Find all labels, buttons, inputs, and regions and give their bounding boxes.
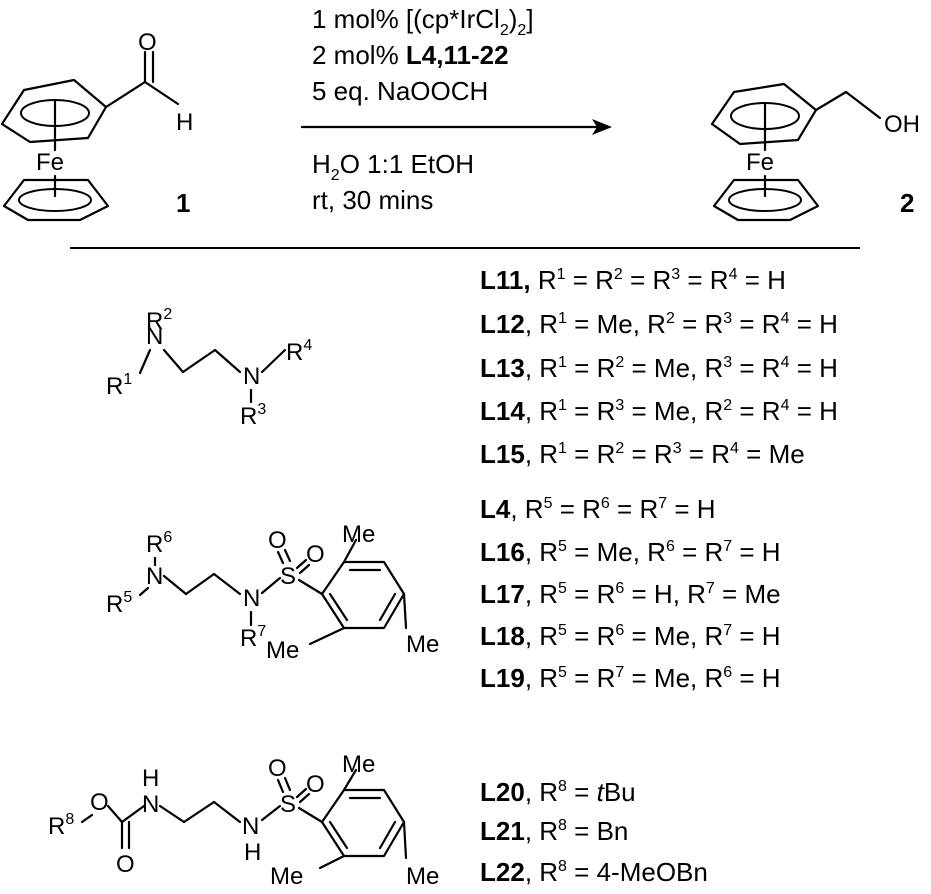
condition-formate: 5 eq. NaOOCH xyxy=(312,76,488,106)
methyl-label-top: Me xyxy=(342,521,375,548)
ligand-entry-l12: L12, R1 = Me, R2 = R3 = R4 = H xyxy=(480,309,838,339)
ligand-entry-l19: L19, R5 = R7 = Me, R6 = H xyxy=(480,663,781,693)
condition-ligand: 2 mol% L4,11-22 xyxy=(312,40,509,70)
svg-text:R8: R8 xyxy=(48,811,74,840)
methyl-label-ortho: Me xyxy=(266,637,299,664)
svg-text:R1: R1 xyxy=(106,371,132,400)
reaction-arrow xyxy=(300,119,612,135)
svg-text:O: O xyxy=(116,851,135,878)
svg-text:R6: R6 xyxy=(146,529,172,558)
ligand-entry-l11: L11, R1 = R2 = R3 = R4 = H xyxy=(480,265,786,295)
svg-text:R4: R4 xyxy=(286,337,312,366)
ligand-entry-l17: L17, R5 = R6 = H, R7 = Me xyxy=(480,579,781,609)
ligand-entry-l18: L18, R5 = R6 = Me, R7 = H xyxy=(480,621,781,651)
svg-text:O: O xyxy=(268,527,287,554)
ligand-entry-l13: L13, R1 = R2 = Me, R3 = R4 = H xyxy=(480,353,838,383)
product-ferrocene-methanol: OH Fe 2 xyxy=(710,82,920,222)
carbamate-structure: R8 O O N H N H S O O Me Me Me xyxy=(48,751,439,890)
ligand-entry-l4: L4, R5 = R6 = R7 = H xyxy=(480,494,716,524)
product-compound-number: 2 xyxy=(900,188,914,218)
diamine-structure: N R2 R1 N R4 R3 xyxy=(106,306,312,430)
ligand-entry-l22: L22, R8 = 4-MeOBn xyxy=(480,857,708,887)
methyl-label-para: Me xyxy=(406,631,439,658)
svg-text:R7: R7 xyxy=(240,623,266,652)
svg-text:S: S xyxy=(280,563,296,590)
svg-text:N: N xyxy=(146,563,163,590)
ligand-entry-l20: L20, R8 = tBu xyxy=(480,777,636,807)
svg-text:R3: R3 xyxy=(240,401,266,430)
svg-text:Me: Me xyxy=(406,863,439,890)
condition-solvent: H2O 1:1 EtOH xyxy=(312,149,474,184)
svg-text:O: O xyxy=(306,541,325,568)
svg-text:H: H xyxy=(244,839,261,866)
ligand-entry-l21: L21, R8 = Bn xyxy=(480,816,628,846)
svg-text:N: N xyxy=(243,363,260,390)
svg-text:R2: R2 xyxy=(146,306,172,335)
condition-catalyst: 1 mol% [(cp*IrCl2)2] xyxy=(312,4,534,39)
carbamate-ligand-list: L20, R8 = tBu L21, R8 = Bn L22, R8 = 4-M… xyxy=(480,777,708,887)
ligand-entry-l15: L15, R1 = R2 = R3 = R4 = Me xyxy=(480,439,805,469)
reactant-compound-number: 1 xyxy=(176,188,190,218)
svg-text:O: O xyxy=(268,755,287,782)
svg-text:S: S xyxy=(280,791,296,818)
svg-text:H: H xyxy=(142,765,159,792)
sulfonamide-ligand-list: L4, R5 = R6 = R7 = H L16, R5 = Me, R6 = … xyxy=(480,494,781,693)
product-iron-label: Fe xyxy=(746,149,774,176)
hydroxyl-label: OH xyxy=(884,111,920,138)
condition-time: rt, 30 mins xyxy=(312,185,433,215)
ligand-entry-l14: L14, R1 = R3 = Me, R2 = R4 = H xyxy=(480,396,838,426)
diamine-ligand-list: L11, R1 = R2 = R3 = R4 = H L12, R1 = Me,… xyxy=(480,265,838,469)
svg-text:N: N xyxy=(243,585,260,612)
svg-text:Me: Me xyxy=(342,751,375,778)
ligand-entry-l16: L16, R5 = Me, R6 = R7 = H xyxy=(480,537,781,567)
aldehyde-hydrogen-label: H xyxy=(176,109,193,136)
svg-text:N: N xyxy=(142,791,159,818)
svg-text:N: N xyxy=(242,813,259,840)
reactant-iron-label: Fe xyxy=(36,149,64,176)
svg-text:O: O xyxy=(90,789,109,816)
aldehyde-oxygen-label: O xyxy=(138,29,157,56)
svg-text:N: N xyxy=(146,323,163,350)
svg-text:Me: Me xyxy=(270,863,303,890)
sulfonamide-diamine-structure: R6 N R5 N R7 S O O Me Me Me xyxy=(106,521,439,664)
reactant-ferrocene-aldehyde: O H Fe 1 xyxy=(0,29,193,222)
svg-text:O: O xyxy=(306,771,325,798)
svg-text:R5: R5 xyxy=(106,589,132,618)
